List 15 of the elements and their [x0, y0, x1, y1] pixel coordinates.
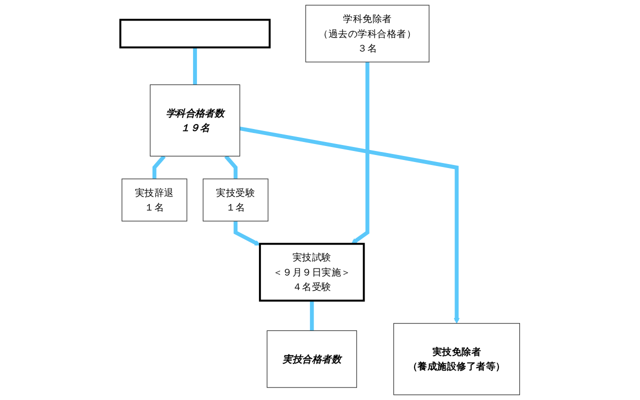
arrow	[351, 62, 370, 244]
connector	[193, 47, 197, 85]
node-box: 実技合格者数	[266, 330, 358, 388]
node-box: 実技免除者 （養成施設修了者等）	[393, 323, 520, 396]
node-box: 実技辞退 １名	[122, 178, 188, 222]
node-box	[119, 18, 271, 48]
node-box: 実技受験 １名	[202, 178, 268, 222]
connector	[224, 154, 238, 179]
arrow	[239, 126, 460, 324]
node-box: 実技試験 ＜９月９日実施＞ ４名受験	[258, 242, 365, 302]
node-box: 学科免除者 （過去の学科合格者） ３名	[305, 4, 430, 62]
arrow	[234, 221, 260, 246]
connector	[152, 154, 166, 179]
connector	[310, 300, 314, 331]
node-box: 学科合格者数 １９名	[150, 84, 240, 156]
